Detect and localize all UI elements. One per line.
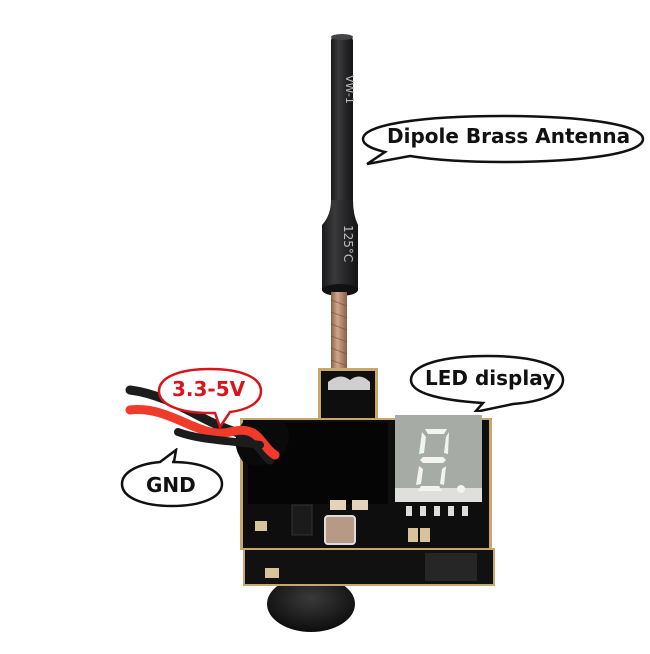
callout-antenna-label: Dipole Brass Antenna [387,124,631,148]
callout-led-display: LED display [405,352,575,412]
callout-ground-label: GND [146,473,196,497]
speech-bubble-icon [120,448,224,508]
callout-ground: GND [118,448,228,510]
coax-cable [330,292,348,378]
sleeve-marking-vw1: VW-1 [343,75,356,104]
speech-bubble-icon [409,354,565,412]
callout-antenna: Dipole Brass Antenna [355,112,650,168]
sleeve-marking-temp: 125°C [341,225,355,262]
speech-bubble-icon [361,114,645,166]
speech-bubble-icon [157,367,263,430]
power-wires [125,385,280,465]
camera-lens [267,576,355,632]
led-display-module [395,415,482,502]
seven-segment-digit [416,429,465,493]
antenna-sleeve [322,34,358,296]
callout-power-label: 3.3-5V [172,377,246,401]
callout-power: 3.3-5V [155,365,267,435]
callout-led-label: LED display [425,366,556,390]
